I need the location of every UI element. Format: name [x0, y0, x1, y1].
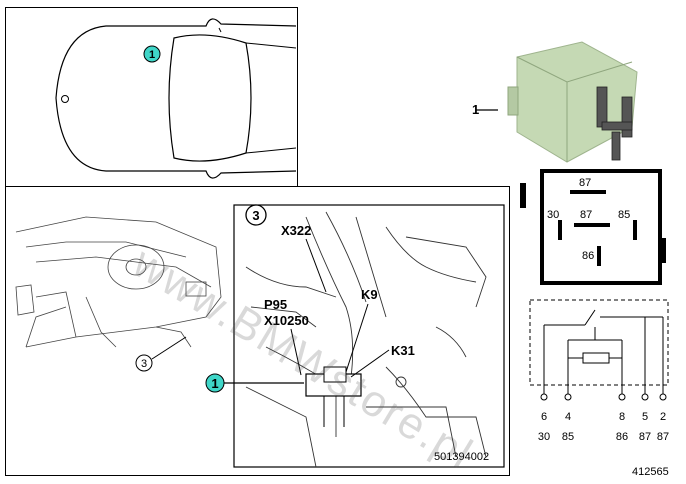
dashboard-detail-panel: 3	[5, 186, 510, 476]
schematic-terminal-0: 30	[538, 431, 550, 443]
pin-top-label: 87	[579, 177, 591, 189]
detail-callout-number: 3	[252, 208, 259, 223]
label-k9: K9	[361, 287, 378, 302]
schematic-lines	[543, 309, 664, 395]
label-x322: X322	[281, 223, 311, 238]
dashboard-sketch	[15, 216, 222, 348]
pin-right-label: 85	[618, 209, 630, 221]
relay-pinout: 87 30 87 85 86	[520, 169, 666, 285]
relay-callout-number: 1	[472, 102, 479, 117]
car-callout-circle	[143, 45, 161, 63]
car-outline: 1	[55, 18, 297, 179]
detail-box	[233, 204, 505, 468]
schematic-terminal-2: 86	[616, 431, 628, 443]
schematic-pin-3: 5	[642, 411, 648, 423]
pin-center-label: 87	[580, 209, 592, 221]
relay-schematic: 6 4 8 5 2 30 85 86 87 87	[529, 299, 669, 443]
schematic-terminal-1: 85	[562, 431, 574, 443]
figure-number: 412565	[632, 466, 669, 478]
label-k31: K31	[391, 343, 415, 358]
relay-pins	[596, 86, 633, 161]
schematic-terminal-3: 87	[639, 431, 651, 443]
schematic-pin-0: 6	[541, 411, 547, 423]
schematic-pin-1: 4	[565, 411, 571, 423]
car-top-view-panel: 1	[5, 7, 298, 187]
schematic-pin-2: 8	[619, 411, 625, 423]
fuse-callout-circle	[205, 373, 225, 393]
fuse-callout-number: 1	[211, 376, 218, 391]
pin-left-label: 30	[547, 209, 559, 221]
label-p95: P95	[264, 297, 287, 312]
pin-bottom-label: 86	[582, 250, 594, 262]
label-x10250: X10250	[264, 313, 309, 328]
relay-illustration: 1	[472, 41, 638, 163]
detail-callout-circle	[245, 204, 267, 226]
relay-block	[305, 366, 362, 427]
dash-callout-circle	[135, 354, 153, 372]
schematic-terminal-4: 87	[657, 431, 669, 443]
car-callout-number: 1	[149, 49, 155, 61]
dash-callout-number: 3	[141, 358, 147, 370]
label-part-code: 501394002	[434, 451, 489, 463]
schematic-pin-4: 2	[660, 411, 666, 423]
dashboard-drawing: 3	[15, 204, 505, 468]
schematic-terminals	[540, 393, 667, 401]
